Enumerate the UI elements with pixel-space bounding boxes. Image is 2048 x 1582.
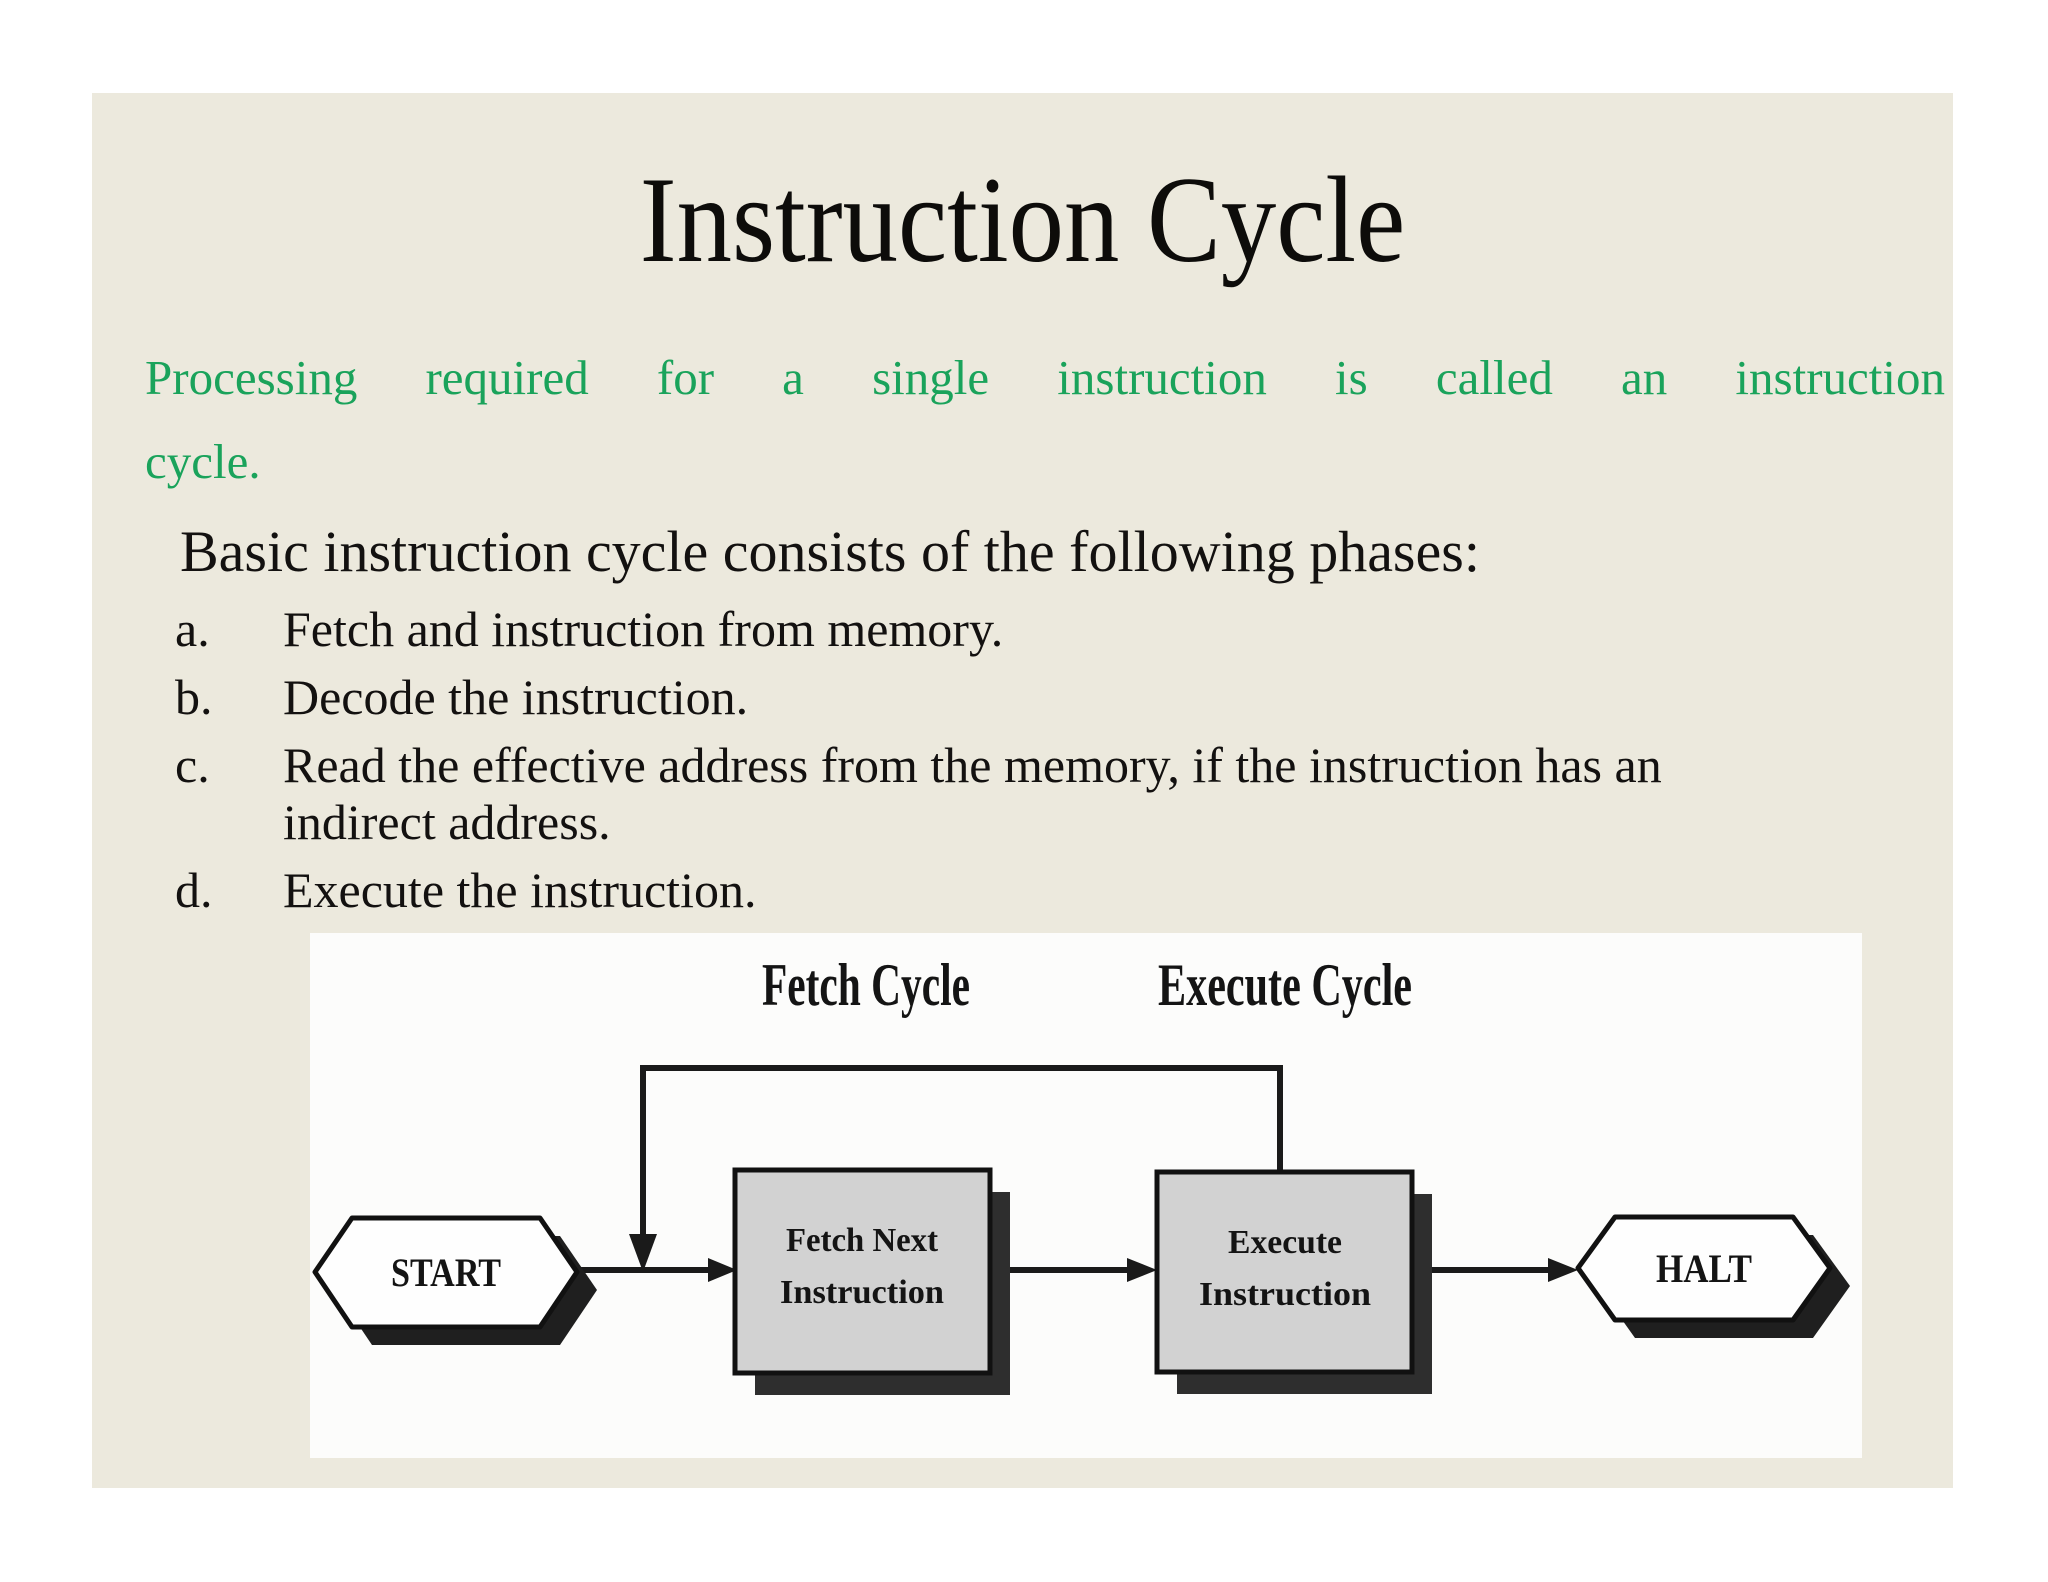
phases-heading: Basic instruction cycle consists of the … xyxy=(180,519,1480,584)
start-label: START xyxy=(391,1250,501,1295)
instruction-cycle-diagram: Fetch Cycle Execute Cycle START Fetch Ne… xyxy=(310,933,1862,1458)
start-terminator-shape xyxy=(312,1215,580,1330)
slide: Instruction Cycle Processing required fo… xyxy=(92,93,1953,1488)
list-item-text: Read the effective address from the memo… xyxy=(283,737,1662,850)
list-item: c. Read the effective address from the m… xyxy=(175,737,1795,851)
halt-terminator-shape xyxy=(1575,1214,1833,1323)
list-item: a. Fetch and instruction from memory. xyxy=(175,601,1795,658)
flow-arrowhead-icon xyxy=(1548,1258,1578,1282)
execute-box-label-line1: Execute xyxy=(1228,1224,1342,1261)
list-item: d. Execute the instruction. xyxy=(175,862,1795,919)
intro-paragraph: Processing required for a single instruc… xyxy=(145,336,1945,504)
list-item: b. Decode the instruction. xyxy=(175,669,1795,726)
fetch-cycle-label: Fetch Cycle xyxy=(762,952,970,1018)
fetch-box-label-line1: Fetch Next xyxy=(786,1222,939,1259)
execute-cycle-label: Execute Cycle xyxy=(1158,952,1412,1018)
execute-box-label-line2: Instruction xyxy=(1199,1276,1371,1313)
loop-arrowhead-icon xyxy=(629,1234,657,1272)
list-marker: d. xyxy=(175,862,213,918)
execute-box xyxy=(1154,1169,1415,1375)
list-marker: c. xyxy=(175,737,210,793)
list-marker: a. xyxy=(175,601,210,657)
list-marker: b. xyxy=(175,669,213,725)
list-item-text: Decode the instruction. xyxy=(283,669,749,725)
fetch-box-label-line2: Instruction xyxy=(780,1274,944,1311)
feedback-loop-line xyxy=(640,1065,1283,1236)
flow-arrowhead-icon xyxy=(1127,1258,1157,1282)
flow-arrowhead-icon xyxy=(708,1258,737,1282)
intro-line: cycle. xyxy=(145,434,261,489)
diagram-panel xyxy=(310,933,1862,1458)
halt-label: HALT xyxy=(1656,1246,1752,1291)
phase-list: a. Fetch and instruction from memory. b.… xyxy=(175,601,1795,930)
list-item-text: Execute the instruction. xyxy=(283,862,757,918)
list-item-text: Fetch and instruction from memory. xyxy=(283,601,1004,657)
fetch-box xyxy=(732,1167,993,1376)
intro-line: Processing required for a single instruc… xyxy=(145,350,1945,405)
slide-title: Instruction Cycle xyxy=(639,151,1406,288)
